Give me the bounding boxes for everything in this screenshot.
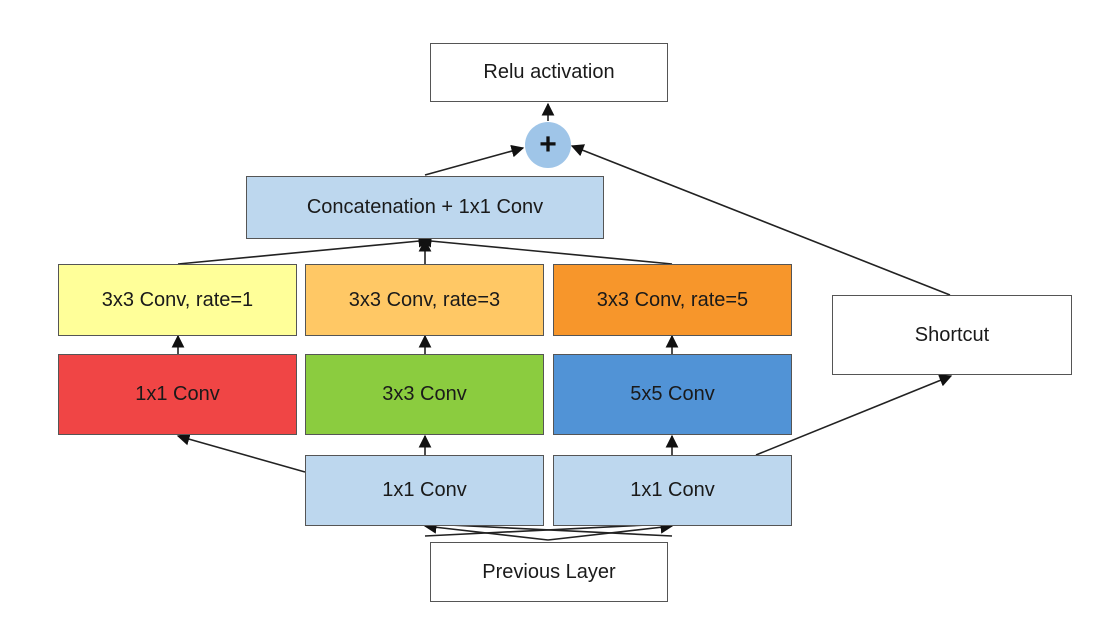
arrow-conv1x1a-to-red <box>176 432 306 473</box>
conv1x1-a-label: 1x1 Conv <box>382 479 467 501</box>
conv1x1-b-box: 1x1 Conv <box>553 455 792 526</box>
conv-rate1-box: 3x3 Conv, rate=1 <box>58 264 297 336</box>
conv5x5-blue-box: 5x5 Conv <box>553 354 792 435</box>
arrow-conv1x1b-to-shortcut <box>755 374 953 456</box>
conv-rate3-label: 3x3 Conv, rate=3 <box>348 288 501 311</box>
arrow-rate1-to-concat <box>177 234 432 265</box>
conv-rate3-box: 3x3 Conv, rate=3 <box>305 264 544 336</box>
conv-rate1-label: 3x3 Conv, rate=1 <box>101 288 254 311</box>
arrow-shortcut-to-plus <box>570 144 951 296</box>
shortcut-label: Shortcut <box>914 323 990 346</box>
previous-layer-label: Previous Layer <box>482 560 616 583</box>
conv-rate5-label: 3x3 Conv, rate=5 <box>596 288 749 311</box>
add-node: + <box>525 122 571 168</box>
plus-icon: + <box>539 128 557 161</box>
previous-layer-box: Previous Layer <box>430 542 668 602</box>
conv1x1-red-box: 1x1 Conv <box>58 354 297 435</box>
conv5x5-blue-label: 5x5 Conv <box>630 383 715 405</box>
concatenation-box: Concatenation + 1x1 Conv <box>246 176 604 239</box>
relu-activation-box: Relu activation <box>430 43 668 102</box>
conv-rate5-box: 3x3 Conv, rate=5 <box>553 264 792 336</box>
arrow-concat-to-plus <box>424 144 525 176</box>
shortcut-box: Shortcut <box>832 295 1072 375</box>
conv3x3-green-box: 3x3 Conv <box>305 354 544 435</box>
relu-activation-label: Relu activation <box>483 61 615 83</box>
conv1x1-b-label: 1x1 Conv <box>630 479 715 501</box>
arrow-rate5-to-concat <box>418 234 673 265</box>
conv1x1-a-box: 1x1 Conv <box>305 455 544 526</box>
conv1x1-red-label: 1x1 Conv <box>135 383 220 405</box>
arrow-previous-to-conv1x1b-2 <box>424 523 669 537</box>
conv3x3-green-label: 3x3 Conv <box>382 383 467 405</box>
concatenation-label: Concatenation + 1x1 Conv <box>306 196 544 218</box>
